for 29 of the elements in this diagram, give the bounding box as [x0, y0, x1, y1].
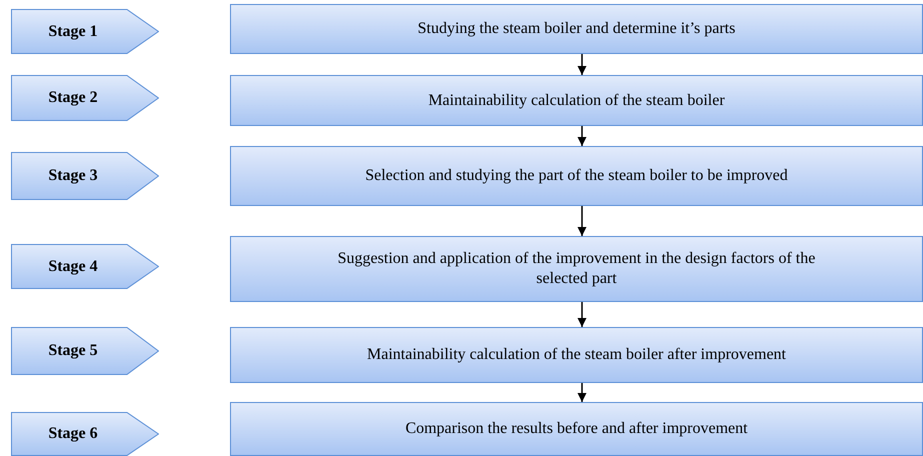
arrow — [578, 302, 586, 327]
step-text: Comparison the results before and after improvement — [405, 419, 748, 439]
arrow — [578, 206, 586, 236]
step-text: Maintainability calculation of the steam boiler — [428, 90, 725, 110]
process-box — [230, 75, 923, 126]
step-text: Studying the steam boiler and determine it’s parts — [418, 19, 736, 39]
process-box — [230, 146, 923, 206]
stage-label: Stage 2 — [48, 88, 98, 108]
process-box — [230, 402, 923, 456]
stage-tag — [11, 412, 159, 456]
stage-tag — [11, 152, 159, 200]
stage-label: Stage 6 — [48, 424, 98, 444]
step-text: Suggestion and application of the improvement in the design factors of the selected part — [336, 249, 816, 289]
arrow — [578, 383, 586, 402]
step-text: Maintainability calculation of the steam boiler after improvement — [367, 345, 786, 365]
stage-tag — [11, 75, 159, 121]
stage-tag — [11, 244, 159, 289]
stage-label: Stage 1 — [48, 22, 98, 42]
process-box — [230, 327, 923, 383]
arrow — [578, 54, 586, 75]
process-box — [230, 4, 923, 54]
process-box — [230, 236, 923, 302]
arrow — [578, 126, 586, 146]
stage-tag — [11, 9, 159, 54]
stage-tag — [11, 327, 159, 375]
stage-label: Stage 4 — [48, 256, 98, 276]
stage-label: Stage 3 — [48, 166, 98, 186]
stage-label: Stage 5 — [48, 341, 98, 361]
step-text: Selection and studying the part of the steam boiler to be improved — [365, 166, 788, 186]
